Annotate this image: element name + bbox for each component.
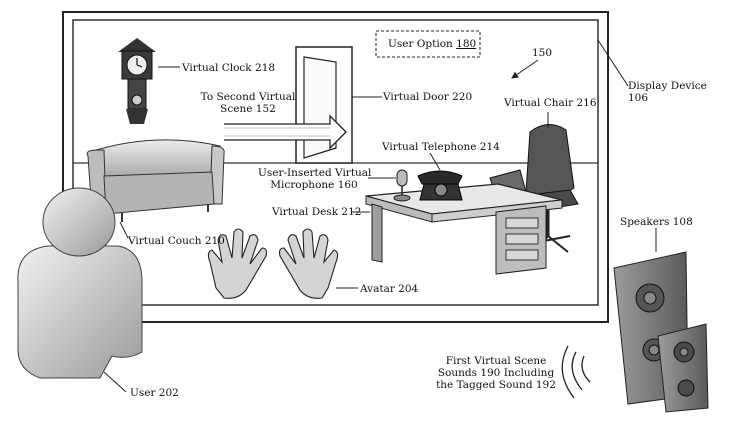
speakers (614, 228, 708, 412)
label-user-option: User Option 180 (388, 38, 476, 50)
label-display-device: Display Device 106 (628, 80, 707, 104)
label-scene-sounds: First Virtual Scene Sounds 190 Including… (436, 355, 556, 391)
label-speakers: Speakers 108 (620, 216, 693, 228)
label-second-scene: To Second Virtual Scene 152 (196, 91, 300, 115)
microphone-line1: User-Inserted Virtual (258, 167, 370, 179)
label-virtual-desk: Virtual Desk 212 (272, 206, 361, 218)
label-virtual-telephone: Virtual Telephone 214 (382, 141, 500, 153)
label-virtual-couch: Virtual Couch 210 (128, 235, 225, 247)
label-scene-ref: 150 (532, 47, 552, 59)
microphone-line2: Microphone 160 (258, 179, 370, 191)
label-user: User 202 (130, 387, 179, 399)
sounds-line2: Sounds 190 Including (436, 367, 556, 379)
user-option-number: 180 (456, 38, 476, 50)
label-virtual-door: Virtual Door 220 (383, 91, 472, 103)
label-virtual-chair: Virtual Chair 216 (504, 97, 597, 109)
label-virtual-clock: Virtual Clock 218 (182, 62, 275, 74)
second-scene-line2: Scene 152 (196, 103, 300, 115)
display-device-line2: 106 (628, 92, 707, 104)
user-option-text: User Option (388, 38, 453, 50)
sounds-line1: First Virtual Scene (436, 355, 556, 367)
label-avatar: Avatar 204 (360, 283, 418, 295)
display-device-line1: Display Device (628, 80, 707, 92)
label-microphone: User-Inserted Virtual Microphone 160 (258, 167, 370, 191)
sound-waves (562, 346, 590, 398)
second-scene-line1: To Second Virtual (196, 91, 300, 103)
sounds-line3: the Tagged Sound 192 (436, 379, 556, 391)
